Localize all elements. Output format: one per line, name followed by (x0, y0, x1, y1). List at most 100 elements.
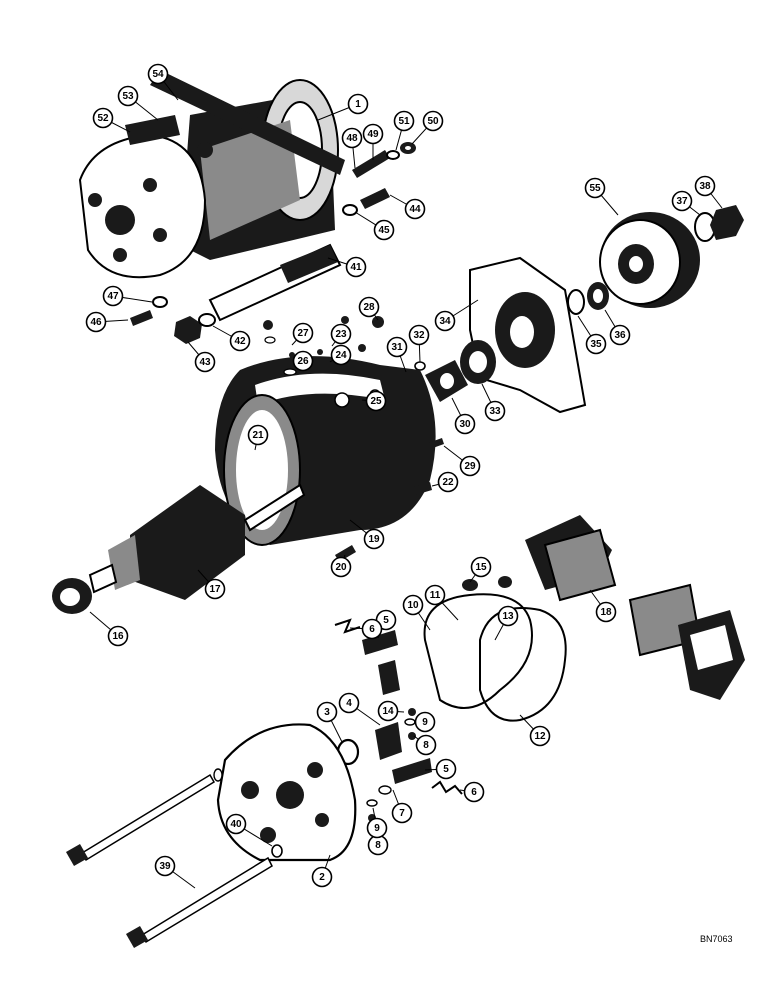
callout-49: 49 (362, 123, 384, 145)
callout-number: 38 (699, 181, 711, 192)
callout-circle (85, 311, 107, 333)
callout-circle (194, 351, 216, 373)
callout-number: 3 (324, 707, 330, 718)
callout-circle (330, 556, 352, 578)
callout-6: 6 (361, 618, 383, 640)
spring-part-6-upper (334, 618, 361, 634)
callout-circle (365, 390, 387, 412)
lockwasher-part-32 (414, 361, 426, 371)
callout-48: 48 (341, 127, 363, 149)
callout-10: 10 (402, 594, 424, 616)
washer-part-45 (342, 204, 358, 216)
callout-17: 17 (204, 578, 226, 600)
callout-28: 28 (358, 296, 380, 318)
callout-circle (292, 350, 314, 372)
washer-part-40 (271, 844, 283, 858)
shaft-part-41 (208, 243, 342, 322)
callout-number: 13 (502, 611, 514, 622)
field-frame-housing (215, 356, 436, 546)
callout-number: 5 (443, 764, 449, 775)
brush-holder-part-5-upper (362, 630, 398, 655)
callout-50: 50 (422, 110, 444, 132)
callout-number: 2 (319, 872, 325, 883)
callout-number: 9 (422, 717, 428, 728)
callout-circle (373, 219, 395, 241)
bolt-part-46 (130, 310, 153, 326)
commutator-end-frame-part-2 (216, 723, 357, 862)
callout-circle (497, 605, 519, 627)
callout-11: 11 (424, 584, 446, 606)
callout-number: 32 (413, 330, 425, 341)
callout-circle (204, 578, 226, 600)
drive-end-frame-part-34 (469, 256, 587, 414)
callout-circle (671, 190, 693, 212)
callout-number: 10 (407, 600, 419, 611)
pin-part-29 (428, 438, 444, 449)
bolt-part-44 (360, 188, 390, 209)
callout-number: 17 (209, 584, 221, 595)
callout-circle (362, 123, 384, 145)
callout-33: 33 (484, 400, 506, 422)
callout-circle (470, 556, 492, 578)
callout-31: 31 (386, 336, 408, 358)
callout-number: 30 (459, 419, 471, 430)
callout-circle (338, 692, 360, 714)
callout-2: 2 (311, 866, 333, 888)
callout-circle (366, 817, 388, 839)
callout-circle (330, 344, 352, 366)
callout-number: 48 (346, 133, 358, 144)
callout-number: 9 (374, 823, 380, 834)
callout-circle (404, 198, 426, 220)
callout-27: 27 (292, 322, 314, 344)
callout-number: 52 (97, 113, 109, 124)
callout-circle (316, 701, 338, 723)
callout-number: 1 (355, 99, 361, 110)
callout-circle (102, 285, 124, 307)
washer-part-42 (198, 313, 216, 327)
callout-circle (463, 781, 485, 803)
callout-number: 55 (589, 183, 601, 194)
callout-52: 52 (92, 107, 114, 129)
callout-labels: 1234556678899101112131415161718192021222… (85, 63, 716, 888)
callout-circle (391, 802, 413, 824)
callout-number: 8 (375, 840, 381, 851)
callout-18: 18 (595, 601, 617, 623)
callout-45: 45 (373, 219, 395, 241)
callout-53: 53 (117, 85, 139, 107)
callout-circle (107, 625, 129, 647)
callout-circle (345, 256, 367, 278)
callout-23: 23 (330, 323, 352, 345)
callout-30: 30 (454, 413, 476, 435)
brush-holder-part-5-lower (392, 758, 432, 784)
callout-circle (595, 601, 617, 623)
callout-number: 36 (614, 330, 626, 341)
callout-6: 6 (463, 781, 485, 803)
callout-number: 47 (107, 291, 119, 302)
callout-number: 53 (122, 91, 134, 102)
armature-part-17 (88, 483, 306, 600)
callout-number: 20 (335, 562, 347, 573)
callout-54: 54 (147, 63, 169, 85)
callout-3: 3 (316, 701, 338, 723)
callout-55: 55 (584, 177, 606, 199)
callout-44: 44 (404, 198, 426, 220)
callout-number: 18 (600, 607, 612, 618)
callout-number: 28 (363, 302, 375, 313)
callout-26: 26 (292, 350, 314, 372)
callout-number: 12 (534, 731, 546, 742)
callout-number: 35 (590, 339, 602, 350)
callout-13: 13 (497, 605, 519, 627)
brush-part-4-upper (378, 660, 400, 695)
callout-43: 43 (194, 351, 216, 373)
callout-circle (459, 455, 481, 477)
callout-number: 39 (159, 861, 171, 872)
terminal-nuts-parts-23-28 (263, 316, 384, 376)
bolt-part-49 (352, 150, 390, 178)
bearing-part-16 (52, 578, 92, 614)
callout-circle (341, 127, 363, 149)
callout-circle (347, 93, 369, 115)
callout-number: 6 (369, 624, 375, 635)
callout-number: 27 (297, 328, 309, 339)
callout-circle (117, 85, 139, 107)
